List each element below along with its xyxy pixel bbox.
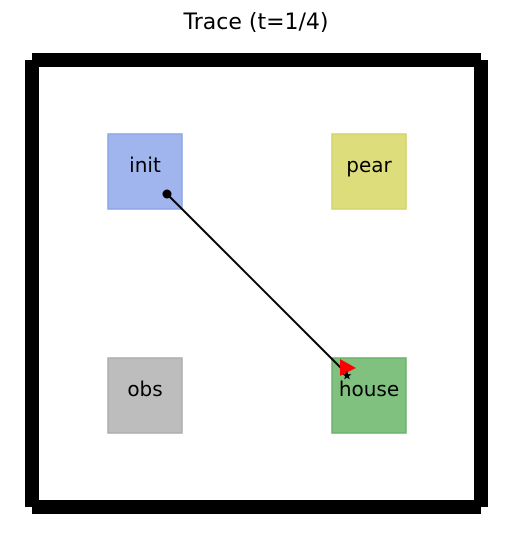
region-pear-label: pear [346,153,392,177]
trace-end-star-icon [342,371,352,380]
region-pear-box [331,133,407,210]
workspace-boundary [25,53,488,514]
trace-path [162,189,356,380]
region-obs-box [107,357,183,434]
region-init-label: init [129,153,161,177]
region-obs: obs [107,357,183,434]
agent-arrow-icon [340,359,356,376]
region-house-label: house [339,377,399,401]
region-obs-label: obs [127,377,162,401]
trace-segment [166,193,348,375]
diagram-title: Trace (t=1/4) [183,10,329,35]
trace-start-dot [162,189,172,199]
region-pear: pear [331,133,407,210]
region-init: init [107,133,183,210]
